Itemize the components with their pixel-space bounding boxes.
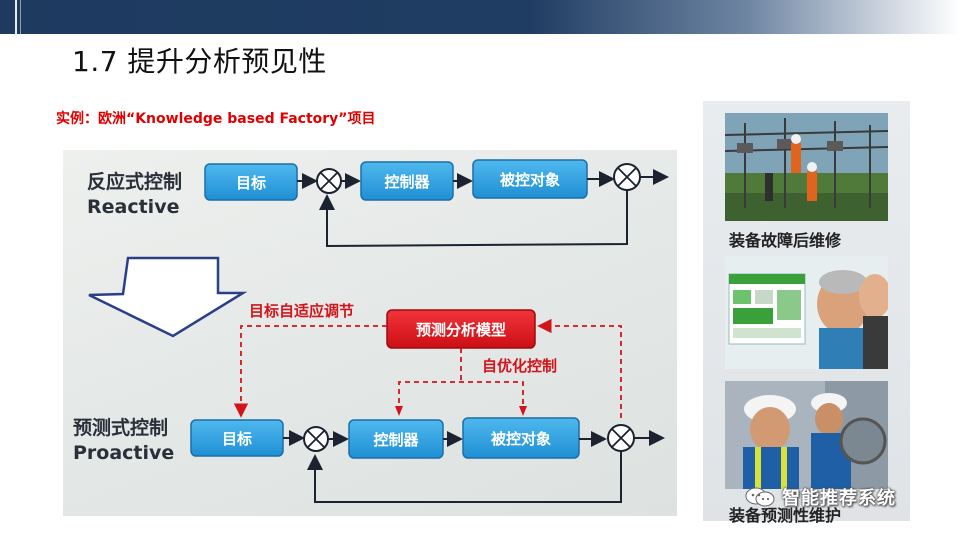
proactive-sum-cross — [307, 430, 325, 448]
photo-caption-3: 装备预测性维护 — [729, 506, 842, 525]
reactive-controller-label: 控制器 — [384, 173, 430, 191]
proactive-output-cross — [611, 428, 631, 448]
self-optimize-label: 自优化控制 — [482, 357, 557, 375]
reactive-sum-cross — [320, 172, 338, 190]
proactive-title-en: Proactive — [73, 442, 174, 464]
header-divider-thin — [20, 0, 21, 34]
predictive-model-label: 预测分析模型 — [416, 321, 506, 339]
adaptive-label: 目标自适应调节 — [249, 302, 354, 320]
wechat-icon — [745, 487, 775, 507]
engineers-monitor-photo — [725, 256, 888, 369]
reactive-plant-label: 被控对象 — [500, 171, 560, 189]
proactive-feedback-loop — [307, 451, 622, 503]
engineer-hardhat-photo — [725, 381, 888, 489]
proactive-target-label: 目标 — [222, 430, 252, 448]
self-optimize-arrowhead-right — [519, 406, 527, 416]
proactive-title-cn: 预测式控制 — [73, 416, 168, 439]
example-label: 实例：欧洲“Knowledge based Factory”项目 — [56, 111, 376, 127]
watermark-text: 智能推荐系统 — [782, 488, 896, 509]
reactive-title-cn: 反应式控制 — [87, 170, 182, 193]
photo-panel: 装备故障后维修 — [703, 101, 910, 525]
reactive-feedback-loop — [319, 190, 628, 248]
photo-caption-1: 装备故障后维修 — [729, 231, 842, 250]
reactive-target-label: 目标 — [236, 174, 266, 192]
self-optimize-dashed-bracket — [398, 381, 524, 412]
model-input-dashed-link — [537, 318, 622, 418]
self-optimize-arrowhead-left — [395, 406, 403, 416]
slide-title: 1.7 提升分析预见性 — [72, 45, 327, 78]
watermark: 智能推荐系统 — [744, 484, 934, 509]
header-band — [0, 0, 960, 34]
proactive-controller-label: 控制器 — [373, 431, 419, 449]
transition-down-arrow — [88, 256, 248, 338]
power-substation-repair-photo — [725, 113, 888, 221]
control-diagram-svg: 反应式控制 Reactive 目标 控制器 被控对象 目标自适应调节 预测分析模… — [73, 159, 669, 503]
proactive-plant-label: 被控对象 — [491, 430, 551, 448]
control-diagram: 反应式控制 Reactive 目标 控制器 被控对象 目标自适应调节 预测分析模… — [63, 150, 677, 516]
adaptive-dashed-link — [233, 325, 387, 418]
header-divider — [15, 0, 17, 34]
reactive-title-en: Reactive — [87, 196, 179, 218]
reactive-output-cross — [617, 167, 637, 187]
